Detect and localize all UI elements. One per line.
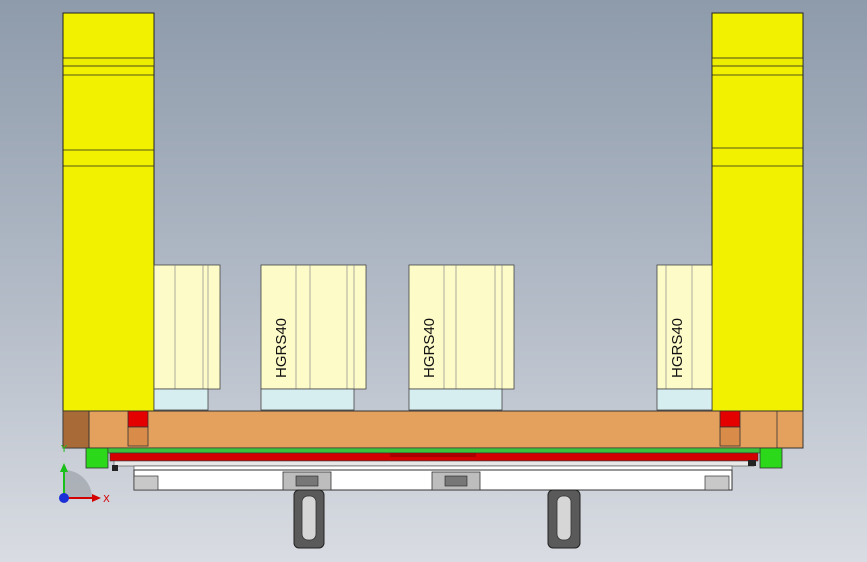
linear-slider-2[interactable]: HGRS40 <box>260 264 367 411</box>
linear-slider-4[interactable]: HGRS40 <box>656 264 713 411</box>
coordinate-triad-icon: Y X <box>59 444 110 505</box>
roller-right[interactable] <box>547 489 581 549</box>
slider-3-label: HGRS40 <box>421 318 438 378</box>
frame-bolt-center <box>431 471 481 491</box>
slider-2-label: HGRS40 <box>273 318 290 378</box>
y-axis-label: Y <box>60 444 68 455</box>
slider-4-label: HGRS40 <box>669 318 686 378</box>
x-axis-label: X <box>103 494 110 505</box>
linear-slider-3[interactable]: HGRS40 <box>408 264 515 411</box>
right-locating-pin <box>719 410 741 447</box>
frame-bolt-left <box>282 471 332 491</box>
roller-left[interactable] <box>293 489 325 549</box>
linear-slider-1[interactable] <box>153 264 221 411</box>
left-support-column[interactable] <box>62 12 155 412</box>
right-support-column[interactable] <box>711 12 804 412</box>
base-plate[interactable] <box>62 410 804 449</box>
left-locating-pin <box>127 410 149 447</box>
